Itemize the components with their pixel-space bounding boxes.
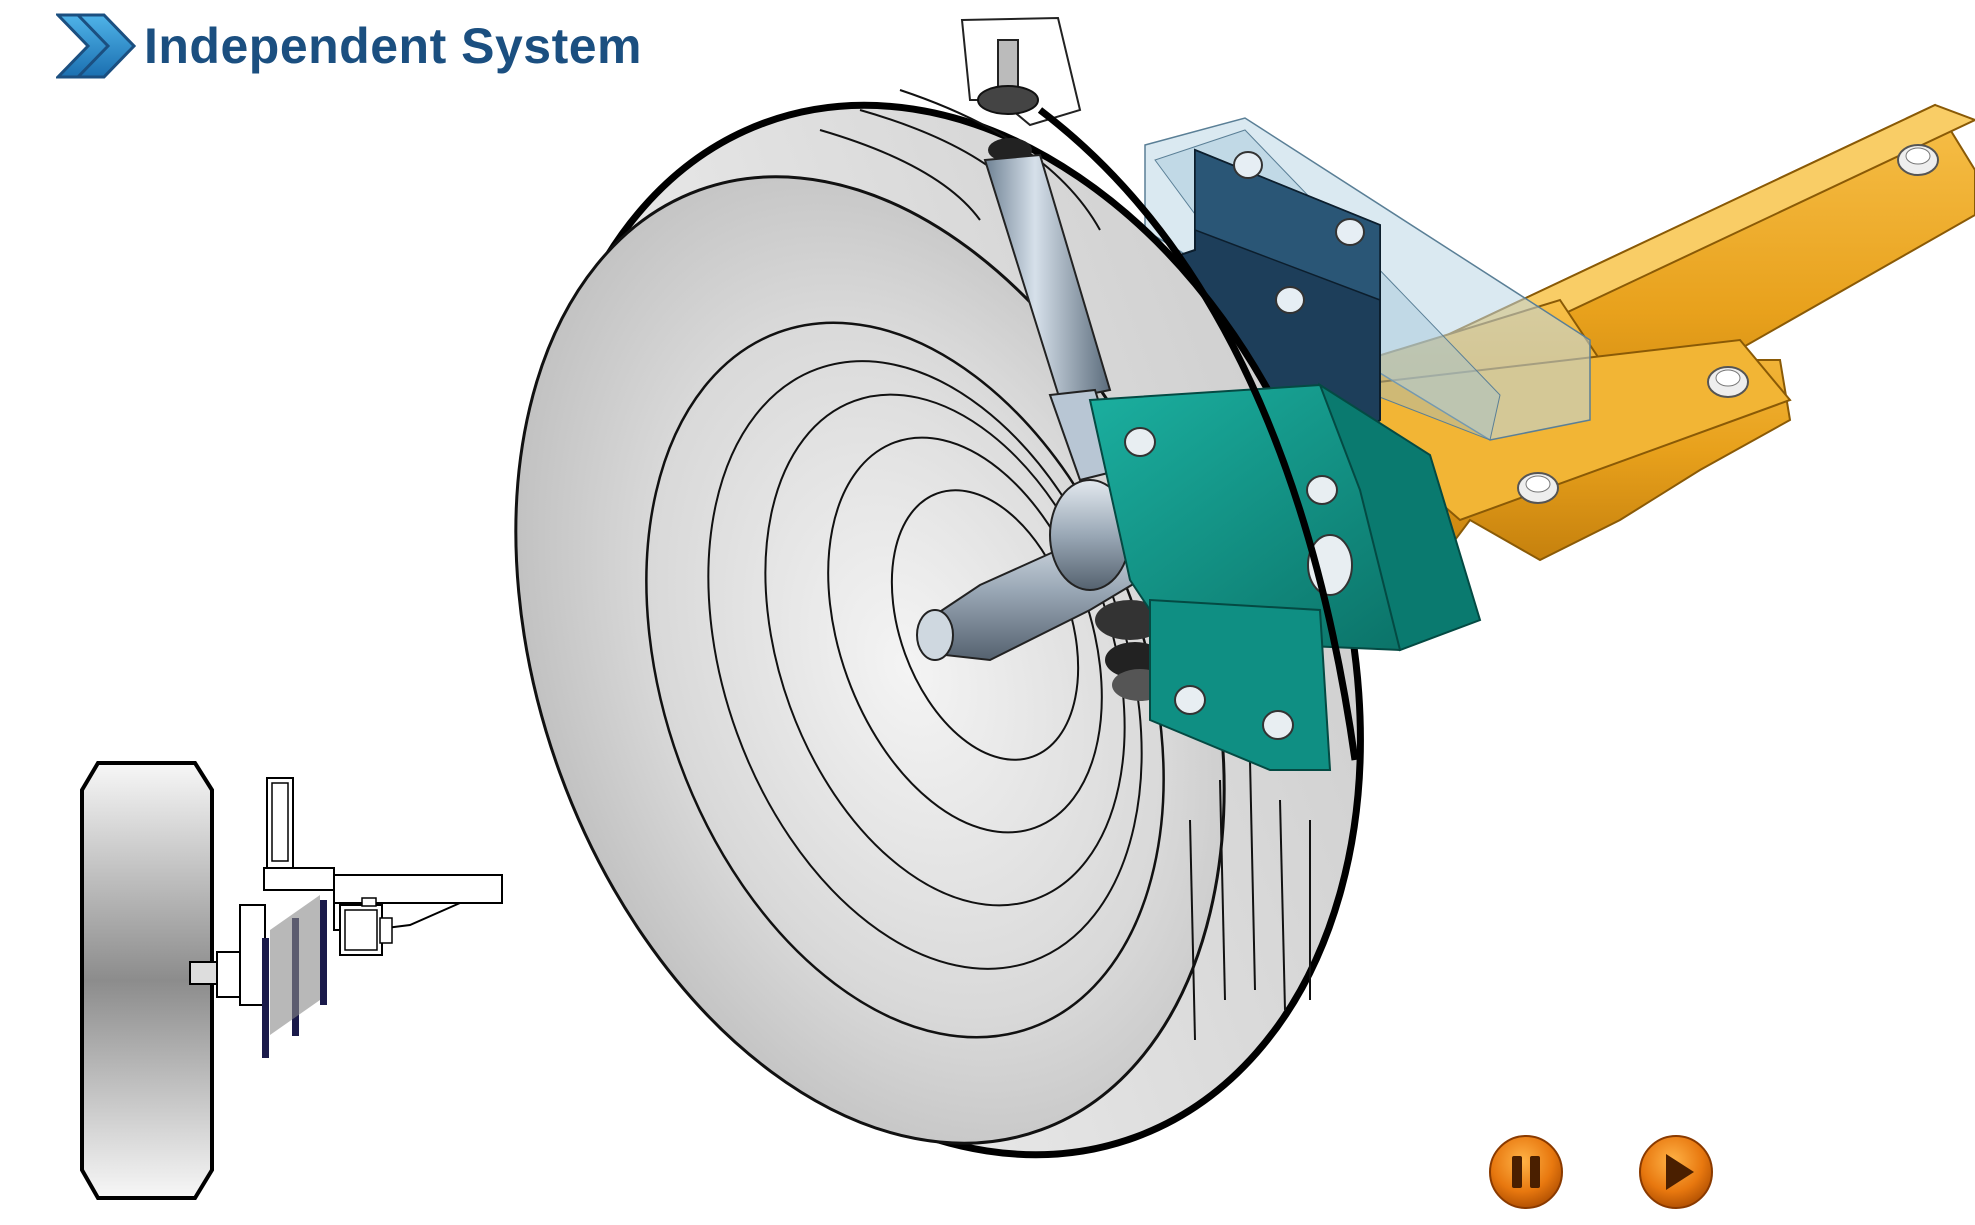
tire-side-view bbox=[80, 761, 214, 1200]
page-title: Independent System bbox=[144, 18, 642, 74]
mounting-plate bbox=[1088, 382, 1482, 771]
bolt-icon bbox=[1707, 366, 1749, 398]
bolt-icon bbox=[1517, 472, 1559, 504]
bolt-icon bbox=[1174, 685, 1206, 715]
bolt-icon bbox=[1275, 286, 1305, 314]
play-icon bbox=[1666, 1154, 1694, 1190]
spindle-side-view bbox=[189, 904, 266, 1006]
bolt-icon bbox=[1262, 710, 1294, 740]
bolt-icon bbox=[1306, 475, 1338, 505]
plates-side-view bbox=[262, 777, 335, 1058]
double-chevron-right-icon bbox=[56, 13, 136, 79]
header: Independent System bbox=[56, 10, 642, 82]
side-view-diagram bbox=[80, 761, 503, 1200]
pause-button[interactable] bbox=[1486, 1132, 1566, 1212]
bolt-icon bbox=[1124, 427, 1156, 457]
bolt-icon bbox=[1335, 218, 1365, 246]
axle-side-view bbox=[333, 874, 503, 956]
bolt-icon bbox=[1233, 151, 1263, 179]
bolt-icon bbox=[1897, 144, 1939, 176]
pause-icon bbox=[1512, 1156, 1540, 1188]
play-button[interactable] bbox=[1636, 1132, 1716, 1212]
